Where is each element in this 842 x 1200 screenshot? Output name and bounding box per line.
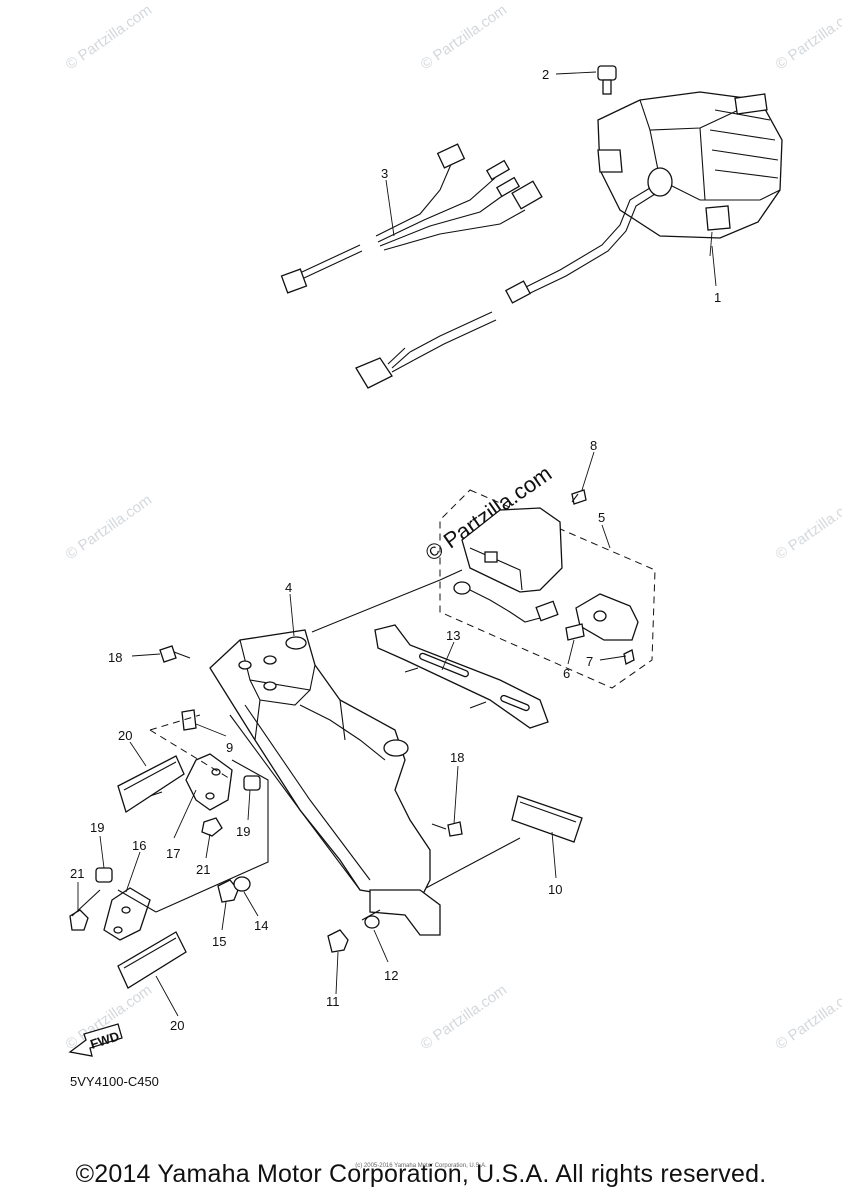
callout-10: 10	[548, 882, 562, 897]
callout-14: 14	[254, 918, 268, 933]
callout-15: 15	[212, 934, 226, 949]
reflectors	[117, 755, 583, 989]
license-lamp-group	[439, 489, 656, 689]
watermark-text: © Partzilla.com	[418, 1, 511, 73]
callout-17: 17	[166, 846, 180, 861]
callout-7: 7	[586, 654, 593, 669]
callout-5: 5	[598, 510, 605, 525]
callout-9: 9	[226, 740, 233, 755]
watermark-text: © Partzilla.com	[773, 491, 842, 563]
watermark-text: © Partzilla.com	[773, 1, 842, 73]
callout-13: 13	[446, 628, 460, 643]
watermark-text: © Partzilla.com	[63, 1, 156, 73]
callouts: 1 2 3 4 5 6 7 8 9 10 11 12 13 14 15 16	[70, 67, 721, 1033]
callout-21a: 21	[196, 862, 210, 877]
callout-6: 6	[563, 666, 570, 681]
callout-20b: 20	[170, 1018, 184, 1033]
tail-lamp-assembly	[355, 91, 783, 389]
callout-20a: 20	[118, 728, 132, 743]
callout-3: 3	[381, 166, 388, 181]
callout-1: 1	[714, 290, 721, 305]
watermark-text: © Partzilla.com	[418, 981, 511, 1053]
plate-stay-part-13	[374, 624, 549, 729]
callout-18a: 18	[108, 650, 122, 665]
callout-12: 12	[384, 968, 398, 983]
watermark-text: © Partzilla.com	[773, 981, 842, 1053]
callout-21b: 21	[70, 866, 84, 881]
callout-19b: 19	[90, 820, 104, 835]
assembly-lines	[71, 569, 521, 921]
callout-19a: 19	[236, 824, 250, 839]
license-bracket-part-4	[209, 629, 441, 936]
callout-4: 4	[285, 580, 292, 595]
diagram-code: 5VY4100-C450	[70, 1074, 159, 1089]
watermark-text: © Partzilla.com	[63, 491, 156, 563]
hardware-parts	[69, 493, 579, 953]
callout-16: 16	[132, 838, 146, 853]
bolt-part-2	[597, 65, 617, 95]
callout-18b: 18	[450, 750, 464, 765]
small-credit-line: (c) 2005-2016 Yamaha Motor Corporation, …	[355, 1163, 487, 1169]
wire-harness-part-3	[280, 143, 543, 294]
callout-11: 11	[326, 994, 340, 1009]
callout-2: 2	[542, 67, 549, 82]
callout-8: 8	[590, 438, 597, 453]
copyright-notice: ©2014 Yamaha Motor Corporation, U.S.A. A…	[75, 1160, 767, 1188]
